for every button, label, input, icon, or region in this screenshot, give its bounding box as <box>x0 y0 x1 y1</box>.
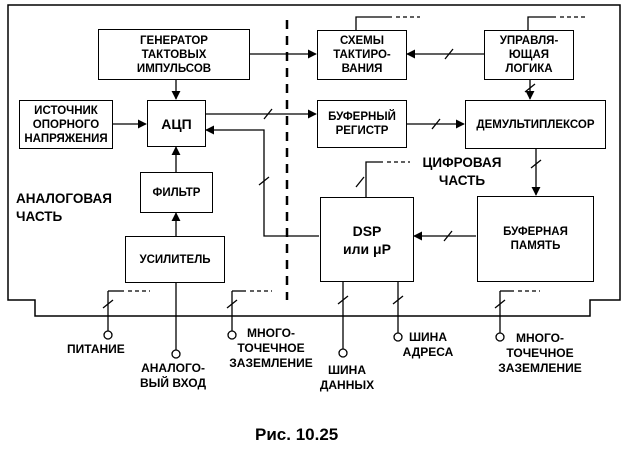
ground-right-terminal <box>495 332 505 342</box>
analog-section-label: АНАЛОГОВАЯ ЧАСТЬ <box>16 191 112 224</box>
analog-input-terminal <box>171 349 181 359</box>
figure-caption: Рис. 10.25 <box>255 425 339 444</box>
address-bus-terminal <box>393 332 403 342</box>
wire-clocking-stub <box>355 16 392 30</box>
wire-adc-to-dsp <box>205 125 319 237</box>
ground-right-pin-label: МНОГО- ТОЧЕЧНОЕ ЗАЗЕМЛЕНИЕ <box>498 331 582 375</box>
wire-logic-stub <box>527 16 556 30</box>
clocking-circuits-block: СХЕМЫ ТАКТИРО- ВАНИЯ <box>317 30 407 80</box>
dsp-block: DSP или μP <box>320 197 414 282</box>
data-bus-terminal <box>338 348 348 358</box>
clock-generator-block: ГЕНЕРАТОР ТАКТОВЫХ ИМПУЛЬСОВ <box>98 29 250 80</box>
power-pin-label: ПИТАНИЕ <box>67 342 125 356</box>
digital-section-label: ЦИФРОВАЯ ЧАСТЬ <box>422 155 502 188</box>
demultiplexer-block: ДЕМУЛЬТИПЛЕКСОР <box>465 100 606 149</box>
analog-input-pin-label: АНАЛОГО- ВЫЙ ВХОД <box>140 361 206 390</box>
buffer-memory-block: БУФЕРНАЯ ПАМЯТЬ <box>477 196 594 282</box>
power-terminal <box>103 330 113 340</box>
ground-left-pin-label: МНОГО- ТОЧЕЧНОЕ ЗАЗЕМЛЕНИЕ <box>229 326 313 370</box>
wire-dsp-stub <box>365 161 383 197</box>
address-bus-pin-label: ШИНА АДРЕСА <box>402 330 454 359</box>
adc-block: АЦП <box>147 100 206 147</box>
data-bus-pin-label: ШИНА ДАННЫХ <box>319 363 375 392</box>
board-outline <box>7 4 621 317</box>
reference-source-block: ИСТОЧНИК ОПОРНОГО НАПРЯЖЕНИЯ <box>19 100 113 149</box>
buffer-register-block: БУФЕРНЫЙ РЕГИСТР <box>317 100 407 148</box>
ground-left-terminal <box>227 330 237 340</box>
filter-block: ФИЛЬТР <box>140 172 213 213</box>
amplifier-block: УСИЛИТЕЛЬ <box>125 236 225 283</box>
control-logic-block: УПРАВЛЯ- ЮЩАЯ ЛОГИКА <box>484 30 574 80</box>
